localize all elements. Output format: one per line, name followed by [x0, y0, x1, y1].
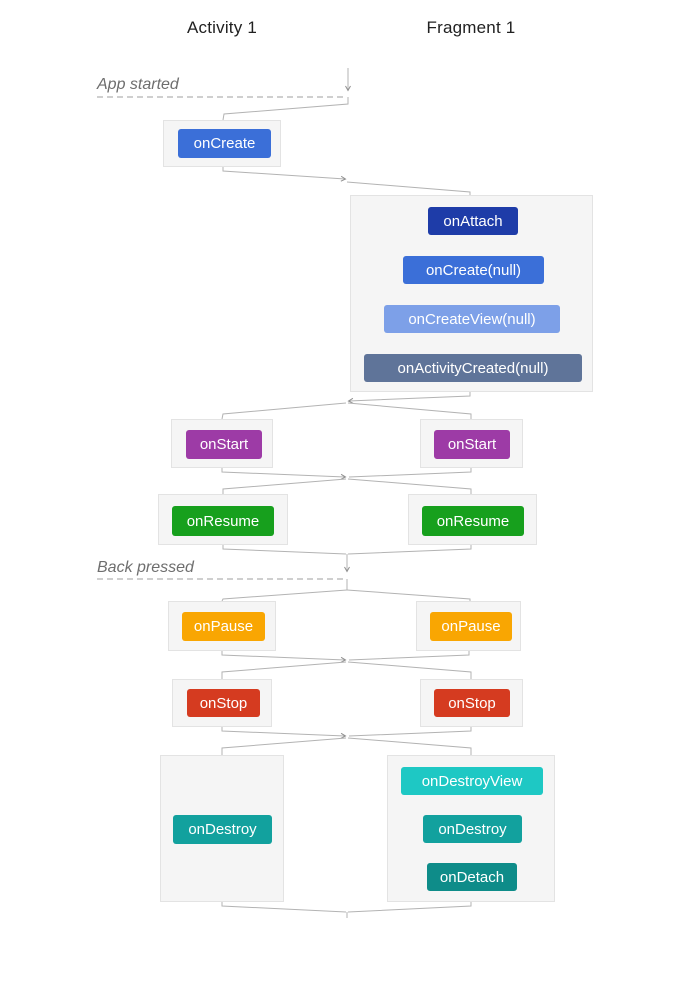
activity-onstart-group: onStart	[171, 419, 273, 468]
wire	[347, 661, 472, 679]
column-header-fragment: Fragment 1	[426, 18, 516, 37]
wire	[221, 737, 347, 755]
activity-destroy-group: onDestroy	[160, 755, 284, 902]
wire	[346, 181, 471, 195]
fragment-onstop-group: onStop	[420, 679, 523, 727]
activity-oncreate-group: onCreate	[163, 120, 281, 167]
wire	[347, 902, 472, 913]
node-activity-onpause: onPause	[182, 612, 265, 641]
wire	[221, 902, 347, 913]
node-fragment-oncreateview-null: onCreateView(null)	[384, 305, 560, 333]
wire	[222, 97, 349, 121]
phase-label-back-pressed: Back pressed	[97, 559, 194, 576]
node-activity-ondestroy: onDestroy	[173, 815, 272, 844]
wire	[221, 727, 347, 739]
wire	[222, 545, 347, 555]
fragment-destroy-group: onDestroyView onDestroy onDetach	[387, 755, 555, 902]
wire	[348, 651, 470, 661]
fragment-onpause-group: onPause	[416, 601, 521, 651]
wire	[221, 651, 347, 663]
node-activity-onstop: onStop	[187, 689, 260, 717]
node-activity-onstart: onStart	[186, 430, 262, 459]
column-header-activity: Activity 1	[186, 18, 258, 37]
node-fragment-ondestroy: onDestroy	[423, 815, 522, 843]
node-activity-oncreate: onCreate	[178, 129, 271, 158]
node-fragment-onresume: onResume	[422, 506, 524, 536]
fragment-onresume-group: onResume	[408, 494, 537, 545]
wire	[347, 392, 471, 404]
fragment-onstart-group: onStart	[420, 419, 523, 468]
node-fragment-ondestroyview: onDestroyView	[401, 767, 543, 795]
wire	[346, 589, 471, 601]
wire	[222, 478, 347, 494]
wire	[221, 402, 347, 420]
fragment-create-group: onAttach onCreate(null) onCreateView(nul…	[350, 195, 593, 392]
node-fragment-onattach: onAttach	[428, 207, 518, 235]
wire	[347, 402, 472, 419]
node-activity-onresume: onResume	[172, 506, 274, 536]
activity-onstop-group: onStop	[172, 679, 272, 727]
phase-label-app-started: App started	[97, 76, 179, 93]
wire	[222, 167, 347, 182]
wire	[347, 545, 472, 555]
activity-onpause-group: onPause	[168, 601, 276, 651]
node-fragment-onactivitycreated-null: onActivityCreated(null)	[364, 354, 582, 382]
wire	[221, 468, 347, 480]
wire	[347, 478, 472, 494]
wire	[348, 727, 472, 737]
node-fragment-onstop: onStop	[434, 689, 510, 717]
node-fragment-ondetach: onDetach	[427, 863, 517, 891]
wire	[221, 589, 348, 602]
node-fragment-onpause: onPause	[430, 612, 512, 641]
wire	[348, 468, 472, 478]
wire	[221, 661, 347, 679]
activity-onresume-group: onResume	[158, 494, 288, 545]
wire	[347, 737, 472, 755]
node-fragment-onstart: onStart	[434, 430, 510, 459]
node-fragment-oncreate-null: onCreate(null)	[403, 256, 544, 284]
